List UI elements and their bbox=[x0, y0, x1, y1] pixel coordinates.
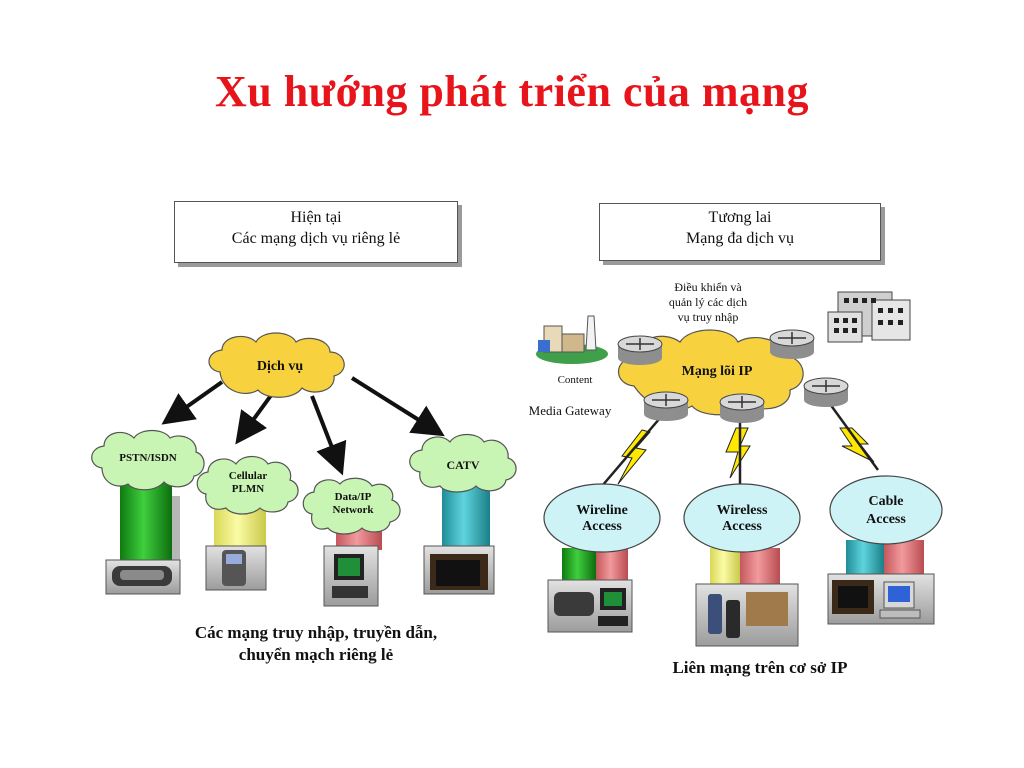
data-network-line1: Data/IP bbox=[312, 491, 394, 504]
data-network-label: Data/IP Network bbox=[312, 491, 394, 517]
mobile-phone-icon bbox=[206, 546, 266, 590]
wireless-line2: Access bbox=[692, 519, 792, 535]
cable-line1: Cable bbox=[838, 493, 934, 511]
wireline-devices-icon bbox=[548, 580, 632, 632]
wireless-devices-icon bbox=[696, 584, 798, 646]
cellular-label: Cellular PLMN bbox=[208, 470, 288, 496]
pillar-wireless bbox=[710, 548, 780, 588]
left-caption: Các mạng truy nhập, truyền dẫn, chuyển m… bbox=[146, 622, 486, 666]
service-arrows bbox=[168, 378, 438, 468]
ip-core-label: Mạng lõi IP bbox=[662, 364, 772, 380]
buildings-icon bbox=[828, 292, 910, 342]
television-icon bbox=[424, 546, 494, 594]
control-line2: quản lý các dịch bbox=[648, 295, 768, 310]
left-caption-line2: chuyển mạch riêng lẻ bbox=[146, 644, 486, 666]
content-server-icon bbox=[536, 316, 608, 364]
media-gateway-label: Media Gateway bbox=[508, 404, 632, 418]
computer-icon bbox=[324, 546, 378, 606]
wireless-line1: Wireless bbox=[692, 503, 792, 519]
pillar-catv bbox=[442, 486, 490, 546]
wireline-line2: Access bbox=[552, 519, 652, 535]
control-line3: vụ truy nhập bbox=[648, 310, 768, 325]
wireline-access-label: Wireline Access bbox=[552, 503, 652, 535]
telephone-icon bbox=[106, 560, 180, 594]
pstn-label: PSTN/ISDN bbox=[100, 451, 196, 465]
wireless-access-label: Wireless Access bbox=[692, 503, 792, 535]
left-caption-line1: Các mạng truy nhập, truyền dẫn, bbox=[146, 622, 486, 644]
content-label: Content bbox=[540, 373, 610, 387]
data-network-line2: Network bbox=[312, 504, 394, 517]
cellular-line1: Cellular bbox=[208, 470, 288, 483]
cellular-line2: PLMN bbox=[208, 483, 288, 496]
right-caption: Liên mạng trên cơ sở IP bbox=[630, 657, 890, 679]
pillar-pstn bbox=[120, 480, 180, 562]
service-cloud-label: Dịch vụ bbox=[240, 359, 320, 375]
control-management-label: Điều khiển và quản lý các dịch vụ truy n… bbox=[648, 280, 768, 325]
catv-label: CATV bbox=[428, 458, 498, 472]
cable-devices-icon bbox=[828, 574, 934, 624]
cable-access-label: Cable Access bbox=[838, 493, 934, 529]
lightning-icons bbox=[618, 428, 874, 484]
control-line1: Điều khiển và bbox=[648, 280, 768, 295]
cable-line2: Access bbox=[838, 511, 934, 529]
pillar-wireline bbox=[562, 548, 628, 584]
wireline-line1: Wireline bbox=[552, 503, 652, 519]
